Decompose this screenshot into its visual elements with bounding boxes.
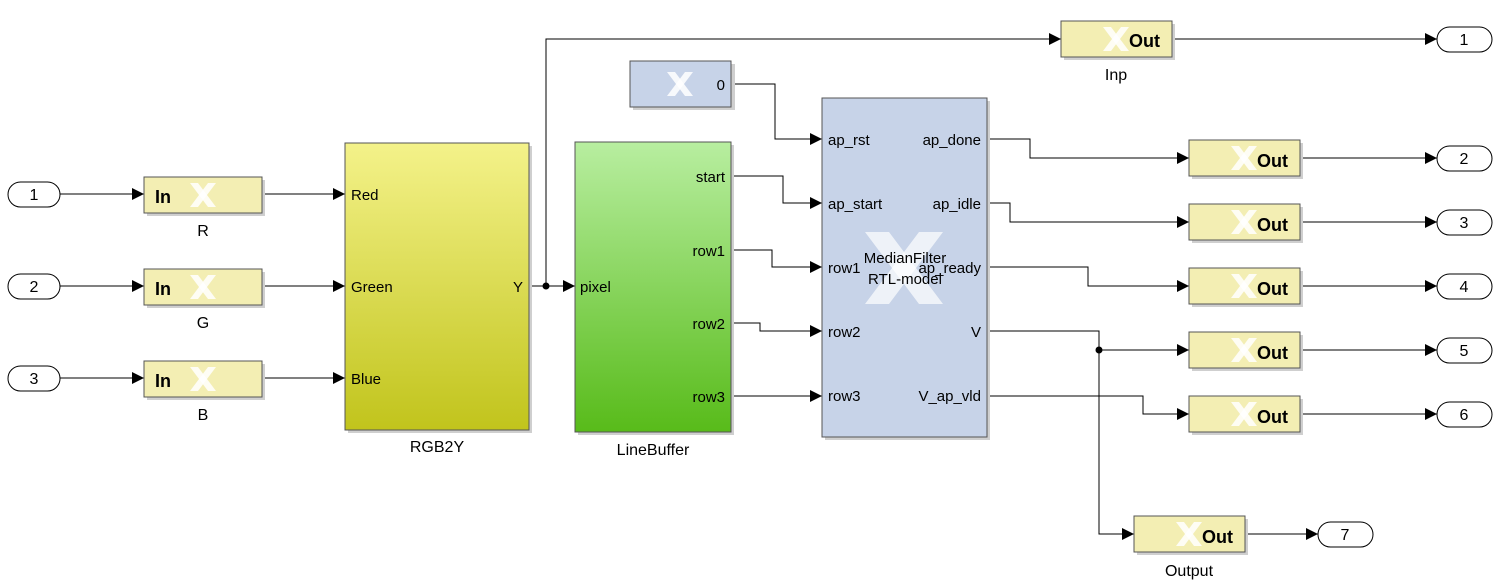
outport-5-number: 5 bbox=[1460, 343, 1469, 360]
gateway-in-r-label: In bbox=[155, 187, 171, 207]
gateway-in-r[interactable]: In bbox=[143, 176, 265, 216]
wire-row1 bbox=[731, 249, 822, 273]
medianfilter-output-ap-ready: ap_ready bbox=[918, 260, 981, 277]
medianfilter-output-ap-idle: ap_idle bbox=[933, 196, 981, 213]
outport-2[interactable]: 2 bbox=[1436, 145, 1493, 172]
signal-lines bbox=[60, 33, 1437, 540]
rgb2y-output-y: Y bbox=[513, 279, 523, 296]
linebuffer-block[interactable]: pixel start row1 row2 row3 bbox=[574, 141, 734, 435]
wire-y-to-inp bbox=[545, 33, 1061, 286]
inport-3-number: 3 bbox=[30, 371, 39, 388]
outport-3-number: 3 bbox=[1460, 215, 1469, 232]
medianfilter-input-row3: row3 bbox=[828, 388, 861, 405]
gateway-in-r-name: R bbox=[197, 223, 209, 240]
gateway-in-g-label: In bbox=[155, 279, 171, 299]
gateway-in-g[interactable]: In bbox=[143, 268, 265, 308]
outport-3[interactable]: 3 bbox=[1436, 209, 1493, 236]
outport-1-number: 1 bbox=[1460, 32, 1469, 49]
medianfilter-block[interactable]: MedianFilter RTL-model ap_rst ap_start r… bbox=[821, 97, 990, 440]
rgb2y-input-green: Green bbox=[351, 279, 393, 296]
inport-1-number: 1 bbox=[30, 187, 39, 204]
rgb2y-input-red: Red bbox=[351, 187, 379, 204]
gateway-in-b-name: B bbox=[198, 407, 209, 424]
gateway-out-output[interactable]: Out bbox=[1133, 515, 1248, 555]
linebuffer-name: LineBuffer bbox=[617, 442, 690, 459]
medianfilter-title-line1: MedianFilter bbox=[864, 250, 947, 267]
gateway-out-5-label: Out bbox=[1257, 343, 1288, 363]
outport-4[interactable]: 4 bbox=[1436, 273, 1493, 300]
wire-ap-ready bbox=[987, 266, 1189, 292]
inport-1[interactable]: 1 bbox=[7, 181, 61, 208]
gateway-out-6-label: Out bbox=[1257, 407, 1288, 427]
wire-v bbox=[987, 330, 1189, 356]
gateway-in-b[interactable]: In bbox=[143, 360, 265, 400]
linebuffer-output-row3: row3 bbox=[692, 389, 725, 406]
gateway-out-3-label: Out bbox=[1257, 215, 1288, 235]
constant-block[interactable]: 0 bbox=[629, 60, 735, 110]
gateway-out-5[interactable]: Out bbox=[1188, 331, 1303, 371]
inport-2-number: 2 bbox=[30, 279, 39, 296]
linebuffer-output-row2: row2 bbox=[692, 316, 725, 333]
gateway-out-inp-label: Out bbox=[1129, 31, 1160, 51]
linebuffer-output-start: start bbox=[696, 169, 726, 186]
outport-6-number: 6 bbox=[1460, 407, 1469, 424]
medianfilter-input-ap-start: ap_start bbox=[828, 196, 883, 213]
rgb2y-name: RGB2Y bbox=[410, 439, 465, 456]
medianfilter-title-line2: RTL-model bbox=[868, 271, 942, 288]
medianfilter-input-ap-rst: ap_rst bbox=[828, 132, 871, 149]
outport-1[interactable]: 1 bbox=[1436, 26, 1493, 53]
gateway-out-output-name: Output bbox=[1165, 563, 1214, 580]
gateway-out-output-label: Out bbox=[1202, 527, 1233, 547]
linebuffer-output-row1: row1 bbox=[692, 243, 725, 260]
branch-point-v bbox=[1095, 346, 1103, 354]
gateway-out-inp[interactable]: Out bbox=[1060, 20, 1175, 60]
wire-start-to-ap-start bbox=[731, 175, 822, 209]
outport-2-number: 2 bbox=[1460, 151, 1469, 168]
wire-constant-to-ap-rst bbox=[731, 83, 822, 145]
wire-v-ap-vld bbox=[987, 395, 1189, 420]
gateway-out-2[interactable]: Out bbox=[1188, 139, 1303, 179]
gateway-out-2-label: Out bbox=[1257, 151, 1288, 171]
gateway-out-3[interactable]: Out bbox=[1188, 203, 1303, 243]
outport-6[interactable]: 6 bbox=[1436, 401, 1493, 428]
medianfilter-input-row2: row2 bbox=[828, 324, 861, 341]
wire-v-to-output bbox=[1098, 350, 1134, 540]
outport-7-number: 7 bbox=[1341, 527, 1350, 544]
medianfilter-output-ap-done: ap_done bbox=[923, 132, 981, 149]
gateway-in-g-name: G bbox=[197, 315, 209, 332]
inport-2[interactable]: 2 bbox=[7, 273, 61, 300]
outport-7[interactable]: 7 bbox=[1317, 521, 1374, 548]
gateway-out-4[interactable]: Out bbox=[1188, 267, 1303, 307]
rgb2y-block[interactable]: Red Green Blue Y bbox=[344, 142, 532, 433]
constant-value: 0 bbox=[717, 77, 725, 94]
medianfilter-output-v: V bbox=[971, 324, 981, 341]
gateway-out-4-label: Out bbox=[1257, 279, 1288, 299]
gateway-in-b-label: In bbox=[155, 371, 171, 391]
inport-3[interactable]: 3 bbox=[7, 365, 61, 392]
gateway-out-6[interactable]: Out bbox=[1188, 395, 1303, 435]
outport-4-number: 4 bbox=[1460, 279, 1469, 296]
branch-point-y bbox=[542, 282, 550, 290]
rgb2y-input-blue: Blue bbox=[351, 371, 381, 388]
medianfilter-output-v-ap-vld: V_ap_vld bbox=[918, 388, 981, 405]
wire-row2 bbox=[731, 322, 822, 337]
medianfilter-input-row1: row1 bbox=[828, 260, 861, 277]
wire-ap-idle bbox=[987, 202, 1189, 228]
xilinx-logo-icon bbox=[865, 232, 943, 304]
outport-5[interactable]: 5 bbox=[1436, 337, 1493, 364]
linebuffer-input-pixel: pixel bbox=[580, 279, 611, 296]
gateway-out-inp-name: Inp bbox=[1105, 67, 1127, 84]
wire-ap-done bbox=[987, 138, 1189, 164]
